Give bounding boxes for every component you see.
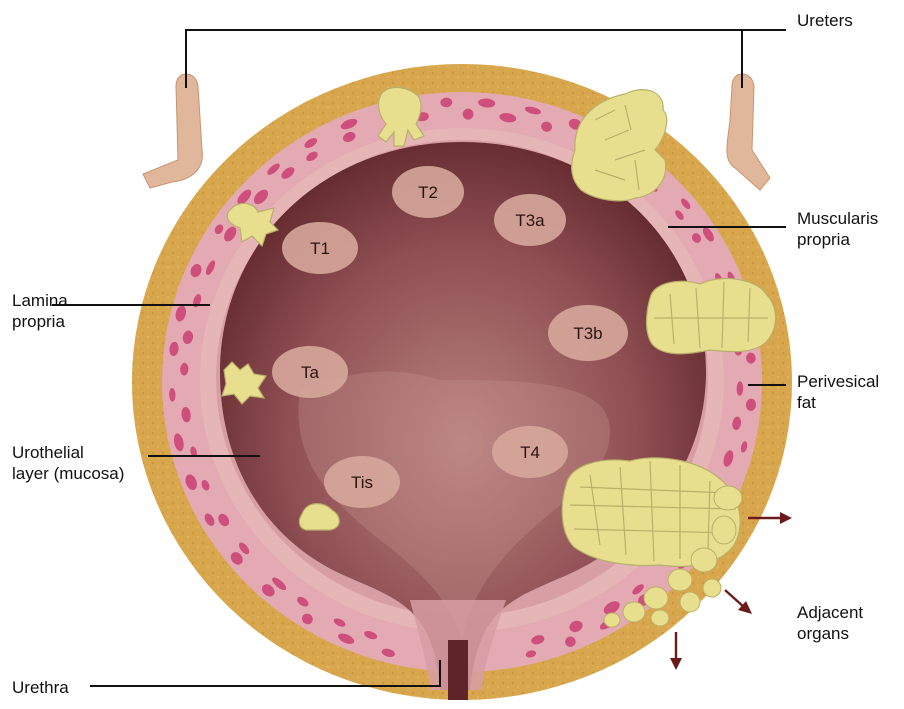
stage-t2: T2 (392, 166, 464, 218)
ureter-left (143, 74, 202, 188)
stage-tis-label: Tis (351, 473, 373, 492)
stage-tis: Tis (324, 456, 400, 508)
lamina-propria-label: Lamina propria (12, 290, 68, 332)
urothelial-layer-label: Urothelial layer (mucosa) (12, 442, 124, 484)
perivesical-fat-label: Perivesical fat (797, 371, 879, 413)
muscularis-propria-label: Muscularis propria (797, 208, 878, 250)
stage-t3b-label: T3b (573, 324, 602, 343)
stage-ta-label: Ta (301, 363, 320, 382)
adjacent-organs-label: Adjacent organs (797, 602, 863, 644)
stage-t1: T1 (282, 222, 358, 274)
lamina-label-line1: Lamina (12, 290, 68, 311)
tumor-top (378, 87, 424, 146)
stage-t4: T4 (492, 426, 568, 478)
adjacent-label-line2: organs (797, 623, 863, 644)
tumor-t4 (562, 458, 740, 566)
stage-t4-label: T4 (520, 443, 540, 462)
adjacent-label-line1: Adjacent (797, 602, 863, 623)
perivesical-label-line1: Perivesical (797, 371, 879, 392)
urothelial-label-line1: Urothelial (12, 442, 124, 463)
tumor-t3b (647, 279, 776, 354)
stage-t3b: T3b (548, 305, 628, 361)
lamina-label-line2: propria (12, 311, 68, 332)
stage-t3a: T3a (494, 194, 566, 246)
arrow-down (670, 632, 682, 670)
perivesical-label-line2: fat (797, 392, 879, 413)
urethra-label: Urethra (12, 677, 69, 698)
stage-t3a-label: T3a (515, 211, 545, 230)
arrow-diagonal (725, 590, 752, 614)
ureters-label: Ureters (797, 10, 853, 31)
stage-t1-label: T1 (310, 239, 330, 258)
stage-ta: Ta (272, 346, 348, 398)
muscularis-label-line1: Muscularis (797, 208, 878, 229)
muscularis-label-line2: propria (797, 229, 878, 250)
urothelial-label-line2: layer (mucosa) (12, 463, 124, 484)
ureter-right (727, 74, 770, 190)
stage-t2-label: T2 (418, 183, 438, 202)
